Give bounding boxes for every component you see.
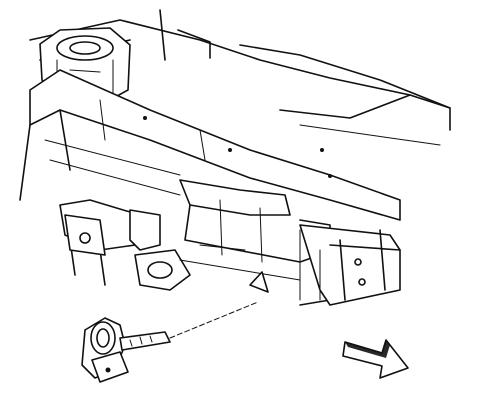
leader-line (169, 301, 259, 339)
frame-crossmember (179, 179, 401, 306)
engine-mount-bracket (64, 214, 106, 256)
front-direction-arrow-icon (342, 339, 409, 379)
sensor-component (81, 317, 171, 383)
crossmember-tab (249, 271, 269, 293)
frame-rail (19, 69, 401, 221)
